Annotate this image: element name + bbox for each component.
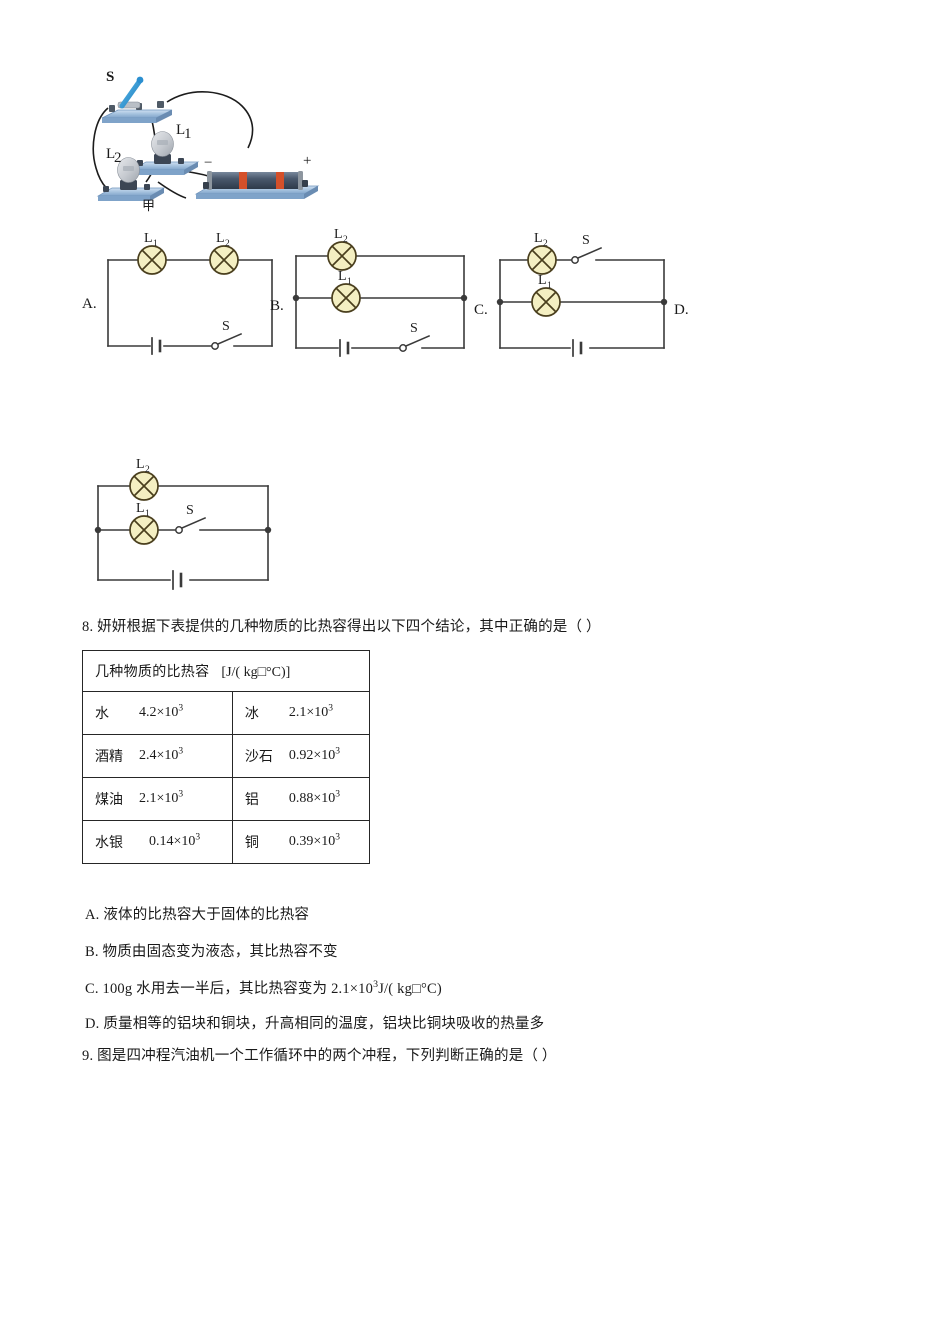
circuit-A-lamp1-label: L bbox=[144, 231, 153, 246]
circuit-B bbox=[292, 241, 468, 357]
substance-value: 0.92×103 bbox=[288, 746, 340, 763]
question-8-choice-a: A. 液体的比热容大于固体的比热容 bbox=[85, 907, 310, 923]
circuit-A-lamp1-sub: 1 bbox=[153, 239, 158, 249]
circuit-C-switch-label: S bbox=[582, 233, 590, 248]
lamp-L1-component: L 1 bbox=[130, 122, 200, 175]
switch-component: S bbox=[101, 69, 173, 123]
question-8-choice-c: C. 100g 水用去一半后，其比热容变为 2.1×103J/( kg□°C) bbox=[85, 977, 442, 998]
apparatus-lamp2-sub: 2 bbox=[114, 150, 122, 166]
substance-value: 0.39×103 bbox=[288, 832, 340, 849]
circuit-A bbox=[107, 245, 273, 355]
substance-value: 4.2×103 bbox=[139, 703, 184, 720]
apparatus-lamp1-label: L bbox=[176, 122, 185, 138]
circuit-D-lamp2-sub: 2 bbox=[145, 465, 150, 475]
apparatus-caption: 甲 bbox=[142, 198, 155, 212]
lamp-symbol bbox=[209, 245, 239, 275]
question-9-stem: 9. 图是四冲程汽油机一个工作循环中的两个冲程，下列判断正确的是（ ） bbox=[82, 1048, 557, 1064]
substance-name: 水银 bbox=[95, 836, 123, 851]
circuit-D-lamp2-label: L bbox=[136, 458, 145, 472]
lamp-symbol bbox=[331, 283, 361, 313]
substance-name: 酒精 bbox=[95, 750, 123, 765]
lamp-symbol bbox=[531, 287, 561, 317]
choice-c-exponent: 3 bbox=[373, 979, 379, 991]
circuit-C-lamp1-label: L bbox=[538, 273, 547, 288]
substance-value: 2.4×103 bbox=[139, 746, 184, 763]
substance-name: 铝 bbox=[244, 793, 259, 808]
substance-name: 冰 bbox=[244, 707, 259, 722]
substance-name: 水 bbox=[95, 707, 109, 722]
circuit-B-switch-label: S bbox=[410, 321, 418, 336]
question-8-stem: 8. 妍妍根据下表提供的几种物质的比热容得出以下四个结论，其中正确的是（ ） bbox=[82, 619, 601, 635]
specific-heat-table: 几种物质的比热容 [J/( kg□°C)] 水 4.2×103 冰 2.1×103 bbox=[82, 650, 371, 864]
circuit-A-lamp2-label: L bbox=[216, 231, 225, 246]
choice-c-prefix: C. 100g 水用去一半后，其比热容变为 2.1×10 bbox=[85, 981, 374, 997]
table-cell-substance: 铜 0.39×103 bbox=[231, 820, 371, 864]
apparatus-lamp2-label: L bbox=[106, 146, 115, 162]
circuit-B-lamp2-label: L bbox=[334, 228, 343, 242]
table-cell-substance: 铝 0.88×103 bbox=[231, 777, 371, 821]
table-cell-substance: 酒精 2.4×103 bbox=[82, 734, 233, 778]
circuit-D bbox=[94, 471, 272, 590]
circuit-B-lamp1-sub: 1 bbox=[347, 277, 352, 287]
table-row: 煤油 2.1×103 铝 0.88×103 bbox=[82, 777, 371, 821]
table-cell-substance: 沙石 0.92×103 bbox=[231, 734, 371, 778]
choice-c-suffix: J/( kg□°C) bbox=[378, 981, 442, 997]
table-cell-substance: 煤油 2.1×103 bbox=[82, 777, 233, 821]
substance-value: 0.14×103 bbox=[149, 832, 201, 849]
battery-positive-label: + bbox=[303, 153, 311, 169]
option-letter-d: D. bbox=[674, 302, 689, 318]
lamp-symbol bbox=[137, 245, 167, 275]
substance-value: 0.88×103 bbox=[288, 789, 340, 806]
apparatus-lamp1-sub: 1 bbox=[184, 126, 192, 142]
substance-name: 沙石 bbox=[244, 750, 273, 765]
circuit-B-lamp2-sub: 2 bbox=[343, 235, 348, 245]
circuit-A-lamp2-sub: 2 bbox=[225, 239, 230, 249]
table-unit: [J/( kg□°C)] bbox=[221, 665, 291, 680]
circuit-C bbox=[496, 245, 668, 357]
battery-component: − + bbox=[194, 153, 320, 199]
table-title-cell: 几种物质的比热容 [J/( kg□°C)] bbox=[82, 650, 370, 692]
circuit-C-lamp2-sub: 2 bbox=[543, 239, 548, 249]
table-row: 水 4.2×103 冰 2.1×103 bbox=[82, 691, 371, 735]
circuit-A-switch-label: S bbox=[222, 319, 230, 334]
table-cell-substance: 冰 2.1×103 bbox=[231, 691, 371, 735]
switch-lever-icon bbox=[119, 76, 144, 109]
circuit-options-row: L 1 L 2 S A. L 2 L 1 S B. L 2 L 1 S C. bbox=[78, 227, 718, 368]
table-row: 酒精 2.4×103 沙石 0.92×103 bbox=[82, 734, 371, 778]
substance-name: 煤油 bbox=[95, 793, 123, 808]
question-8-choice-b: B. 物质由固态变为液态，其比热容不变 bbox=[85, 944, 338, 960]
substance-name: 铜 bbox=[244, 836, 259, 851]
lamp-symbol bbox=[527, 245, 557, 275]
circuit-D-lamp1-label: L bbox=[136, 501, 145, 516]
circuit-D-lamp1-sub: 1 bbox=[145, 509, 150, 519]
table-cell-substance: 水 4.2×103 bbox=[82, 691, 233, 735]
circuit-C-lamp2-label: L bbox=[534, 231, 543, 246]
table-row: 水银 0.14×103 铜 0.39×103 bbox=[82, 820, 371, 864]
table-title: 几种物质的比热容 bbox=[95, 665, 210, 680]
question-8-choice-d: D. 质量相等的铝块和铜块，升高相同的温度，铝块比铜块吸收的热量多 bbox=[85, 1016, 545, 1032]
table-header-row: 几种物质的比热容 [J/( kg□°C)] bbox=[82, 650, 370, 692]
circuit-C-lamp1-sub: 1 bbox=[547, 281, 552, 291]
substance-value: 2.1×103 bbox=[139, 789, 184, 806]
circuit-D-figure: L 2 L 1 S bbox=[78, 457, 298, 598]
lamp-symbol bbox=[129, 515, 159, 545]
option-letter-a: A. bbox=[82, 296, 97, 312]
option-letter-c: C. bbox=[474, 302, 488, 318]
circuit-B-lamp1-label: L bbox=[338, 269, 347, 284]
substance-value: 2.1×103 bbox=[288, 703, 333, 720]
lamp-symbol bbox=[327, 241, 357, 271]
apparatus-figure: S L 1 bbox=[80, 62, 370, 212]
table-cell-substance: 水银 0.14×103 bbox=[82, 820, 233, 864]
apparatus-switch-label: S bbox=[106, 69, 114, 85]
option-letter-b: B. bbox=[270, 298, 284, 314]
battery-negative-label: − bbox=[204, 155, 212, 171]
lamp-L2-component: L 2 bbox=[96, 146, 166, 201]
lamp-symbol bbox=[129, 471, 159, 501]
circuit-D-switch-label: S bbox=[186, 503, 194, 518]
